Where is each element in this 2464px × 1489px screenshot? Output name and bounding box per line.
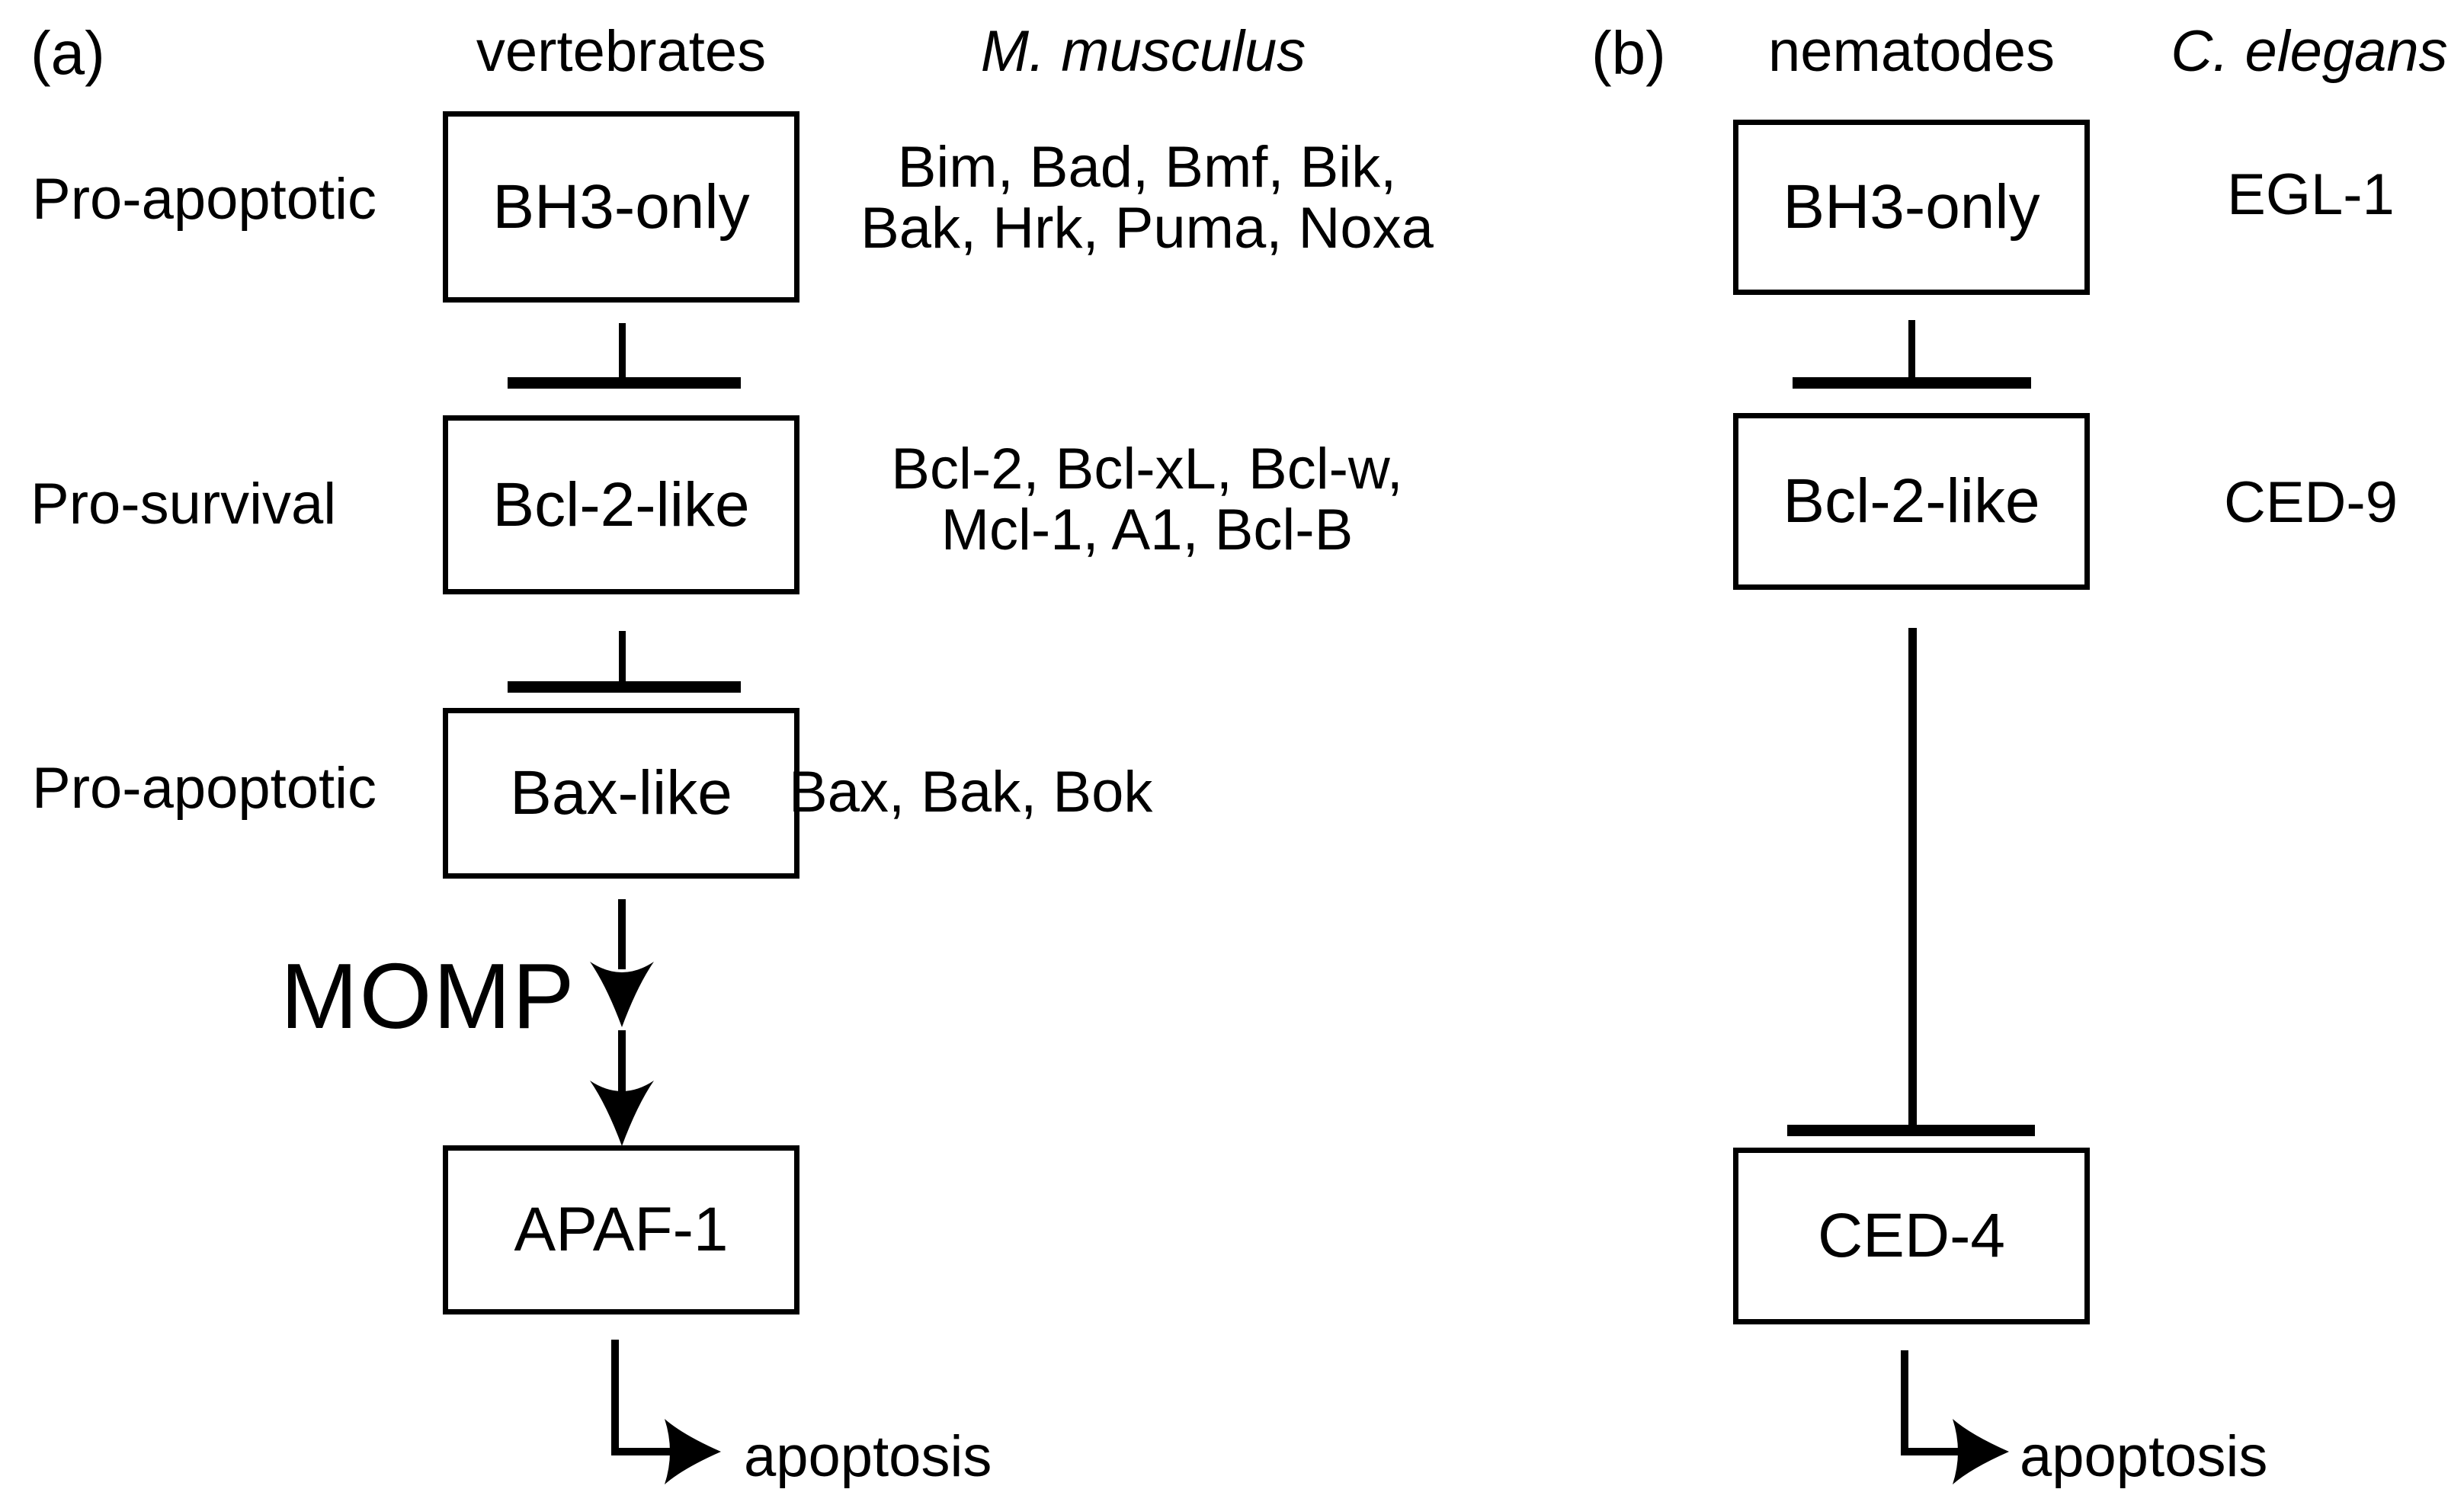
apoptosis-arrow-b-vertical bbox=[1901, 1350, 1908, 1455]
box-bh3-only-vertebrate: BH3-only bbox=[443, 111, 799, 303]
box-bh3-only-nematode-label: BH3-only bbox=[1783, 172, 2040, 242]
inhibit-tbar-a2-icon bbox=[508, 681, 741, 693]
box-bax-like: Bax-like bbox=[443, 708, 799, 879]
inhibit-tbar-b1-icon bbox=[1793, 377, 2031, 389]
inhibit-stem-b2-long bbox=[1908, 628, 1917, 1126]
inhibit-tbar-a1-icon bbox=[508, 377, 741, 389]
box-bax-like-label: Bax-like bbox=[510, 758, 732, 828]
ortholog-ced9: CED-9 bbox=[2223, 470, 2398, 535]
box-ced4-label: CED-4 bbox=[1817, 1201, 2006, 1270]
apoptosis-label-b: apoptosis bbox=[2020, 1424, 2268, 1489]
arrowhead-right-icon bbox=[1953, 1419, 2009, 1484]
row-label-pro-survival: Pro-survival bbox=[30, 472, 337, 536]
box-apaf1: APAF-1 bbox=[443, 1145, 799, 1314]
momp-arrow-stem-1 bbox=[618, 899, 626, 969]
box-ced4: CED-4 bbox=[1733, 1148, 2090, 1324]
inhibit-tbar-b2-icon bbox=[1787, 1125, 2035, 1136]
panel-b-species-header: C. elegans bbox=[2171, 19, 2448, 84]
gene-list-bh3-only: Bim, Bad, Bmf, Bik, Bak, Hrk, Puma, Noxa bbox=[860, 135, 1434, 261]
row-label-pro-apoptotic-1: Pro-apoptotic bbox=[32, 167, 377, 232]
arrowhead-down-icon bbox=[590, 962, 654, 1027]
momp-label: MOMP bbox=[280, 944, 576, 1048]
inhibit-stem-b1 bbox=[1908, 320, 1915, 379]
row-label-pro-apoptotic-2: Pro-apoptotic bbox=[32, 756, 377, 821]
inhibit-stem-a1 bbox=[619, 323, 626, 379]
box-bcl2-like-nematode-label: Bcl-2-like bbox=[1783, 466, 2040, 536]
panel-a-label: (a) bbox=[30, 19, 105, 87]
apoptosis-arrow-a-horizontal bbox=[611, 1448, 672, 1455]
box-bh3-only-nematode: BH3-only bbox=[1733, 120, 2090, 295]
panel-a-species-header: M. musculus bbox=[980, 19, 1306, 84]
apoptosis-arrow-a-vertical bbox=[611, 1340, 619, 1455]
arrowhead-down-icon bbox=[590, 1081, 654, 1146]
momp-arrow-stem-2 bbox=[618, 1030, 626, 1091]
gene-list-bax-like: Bax, Bak, Bok bbox=[789, 760, 1153, 825]
box-bh3-only-vertebrate-label: BH3-only bbox=[492, 171, 750, 242]
apoptosis-arrow-b-horizontal bbox=[1901, 1448, 1959, 1455]
gene-list-bcl2-like: Bcl-2, Bcl-xL, Bcl-w, Mcl-1, A1, Bcl-B bbox=[891, 437, 1403, 562]
panel-a-group-header: vertebrates bbox=[476, 19, 767, 84]
box-apaf1-label: APAF-1 bbox=[514, 1195, 729, 1264]
inhibit-stem-a2 bbox=[619, 631, 626, 683]
apoptosis-label-a: apoptosis bbox=[744, 1424, 992, 1489]
box-bcl2-like-vertebrate: Bcl-2-like bbox=[443, 415, 799, 594]
panel-b-group-header: nematodes bbox=[1767, 19, 2055, 84]
panel-b-label: (b) bbox=[1591, 19, 1666, 87]
box-bcl2-like-vertebrate-label: Bcl-2-like bbox=[492, 469, 750, 540]
box-bcl2-like-nematode: Bcl-2-like bbox=[1733, 413, 2090, 590]
ortholog-egl1: EGL-1 bbox=[2227, 162, 2395, 227]
arrowhead-right-icon bbox=[665, 1419, 721, 1484]
